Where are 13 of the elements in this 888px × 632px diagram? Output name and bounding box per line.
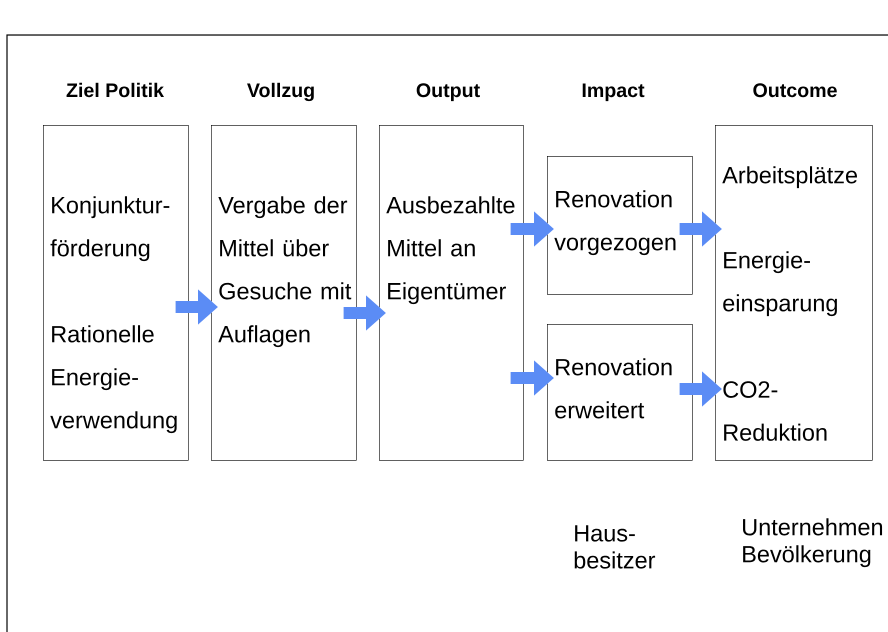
column-heading: Vollzug xyxy=(247,82,314,102)
process-box: Arbeitsplätze Energie- einsparung CO2- Reduktion xyxy=(715,125,873,461)
column-heading: Output xyxy=(416,83,480,102)
column-heading: Outcome xyxy=(753,83,837,98)
process-box: Vergabe der Mittel über Gesuche mit Auflagen xyxy=(211,125,357,461)
process-box: Ausbezahlte Mittel an Eigentümer xyxy=(379,125,524,461)
group-label: Unternehmen Bevölkerung xyxy=(743,518,882,568)
column-heading: Impact xyxy=(582,84,644,102)
column-heading: Ziel Politik xyxy=(66,82,164,98)
process-box: Renovation vorgezogen xyxy=(547,156,693,295)
group-label: Haus- besitzer xyxy=(574,525,656,569)
process-box: Konjunktur- förderung Rationelle Energie- verwendung xyxy=(43,125,189,461)
process-box: Renovation erweitert xyxy=(547,324,693,461)
